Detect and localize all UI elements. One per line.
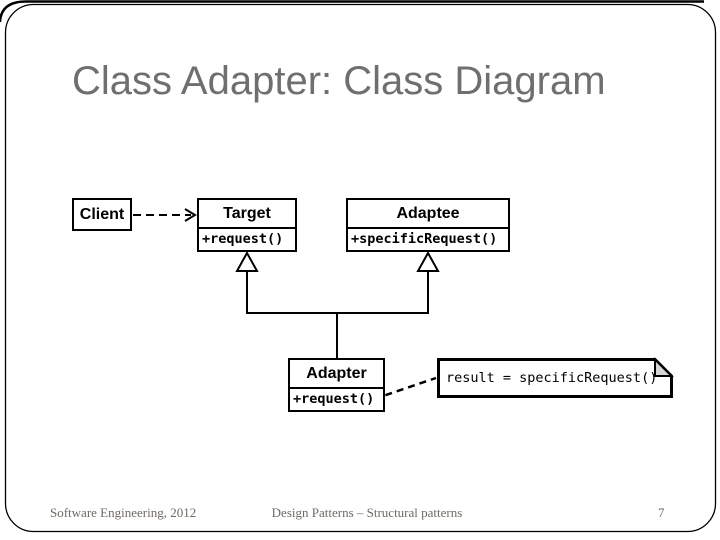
uml-class-target-method: +request() xyxy=(202,231,284,247)
dependency-arrow-client-target xyxy=(133,208,197,222)
uml-note-shape xyxy=(437,357,674,398)
note-fold-corner xyxy=(654,357,674,377)
uml-class-target: Target +request() xyxy=(197,198,297,252)
uml-class-adapter-name: Adapter xyxy=(290,360,383,389)
uml-class-adaptee: Adaptee +specificRequest() xyxy=(346,198,510,252)
footer-left-text: Software Engineering, 2012 xyxy=(50,505,197,520)
slide-title: Class Adapter: Class Diagram xyxy=(72,59,606,103)
generalization-adapter-adaptee xyxy=(416,250,440,313)
footer-page-number: 7 xyxy=(658,505,665,520)
uml-class-target-name: Target xyxy=(199,200,295,229)
uml-class-adaptee-method: +specificRequest() xyxy=(351,231,498,247)
uml-class-adapter: Adapter +request() xyxy=(288,358,385,412)
uml-class-client: Client xyxy=(72,198,132,231)
generalization-trunk xyxy=(246,312,429,359)
uml-class-adaptee-name: Adaptee xyxy=(348,200,508,229)
note-anchor-line xyxy=(373,376,437,401)
generalization-adapter-target xyxy=(235,250,259,313)
uml-class-adapter-method: +request() xyxy=(293,391,375,407)
uml-note-text: result = specificRequest() xyxy=(446,370,658,386)
slide-rounded-border xyxy=(4,3,717,533)
footer-center-text: Design Patterns – Structural patterns xyxy=(271,505,463,520)
uml-class-client-name: Client xyxy=(79,206,125,223)
slide-outer-top-edge xyxy=(0,0,704,23)
